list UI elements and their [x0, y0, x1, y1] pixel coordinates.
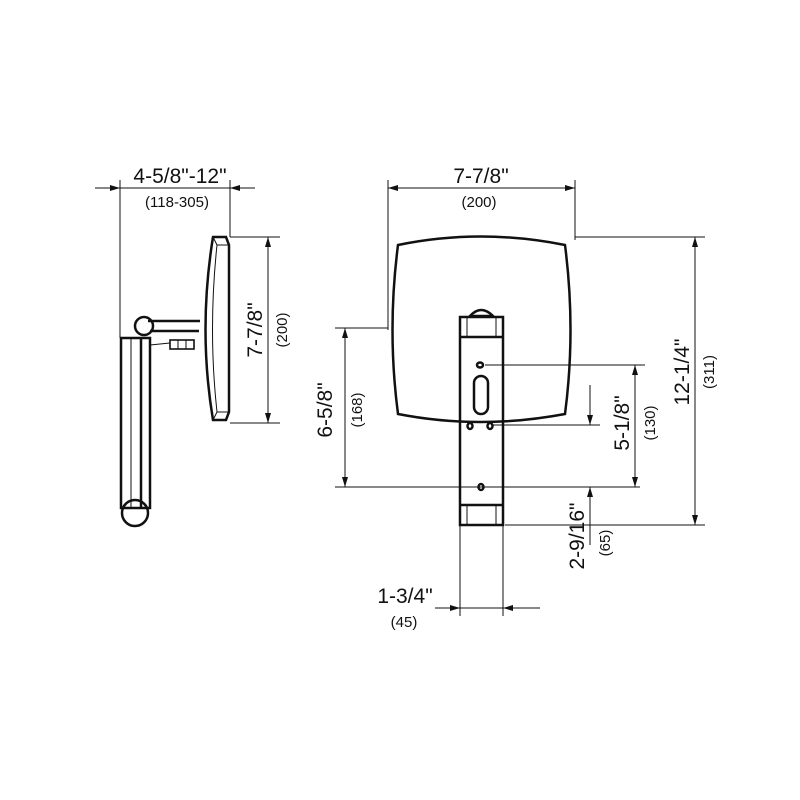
hole-spacing-inch-label: 5-1/8" [611, 395, 634, 450]
total-height-mm-label: (311) [701, 355, 718, 389]
bottom-offset-inch-label: 2-9/16" [566, 503, 589, 570]
mount-height-dimension: 6-5/8" (168) [314, 327, 640, 488]
mirror-width-inch-label: 7-7/8" [453, 165, 508, 188]
projection-inch-label: 4-5/8"-12" [133, 165, 226, 188]
front-view: 7-7/8" (200) 12-1/4" (311) [314, 165, 718, 631]
projection-mm-label: (118-305) [145, 194, 209, 211]
projection-dimension: 4-5/8"-12" (118-305) [95, 165, 255, 338]
mirror-height-dimension: 7-7/8" (200) [230, 236, 291, 424]
mirror-height-inch-label: 7-7/8" [244, 302, 267, 357]
swing-arm [133, 315, 200, 350]
hole-spacing-mm-label: (130) [642, 405, 659, 440]
bottom-offset-dimension: 2-9/16" (65) [493, 385, 614, 570]
side-view: 4-5/8"-12" (118-305) 7-7/8" [95, 165, 291, 528]
total-height-inch-label: 12-1/4" [671, 339, 694, 406]
mirror-width-dimension: 7-7/8" (200) [387, 165, 576, 330]
mount-height-inch-label: 6-5/8" [314, 382, 337, 437]
bracket-width-inch-label: 1-3/4" [377, 585, 432, 608]
mirror-profile [204, 235, 231, 422]
mirror-width-mm-label: (200) [461, 194, 496, 211]
mount-height-mm-label: (168) [349, 392, 366, 427]
wall-post [119, 336, 152, 528]
mirror-height-mm-label: (200) [274, 312, 291, 347]
hole-spacing-dimension: 5-1/8" (130) [485, 364, 659, 487]
bracket-width-dimension: 1-3/4" (45) [377, 525, 540, 631]
bottom-offset-mm-label: (65) [597, 530, 614, 557]
wall-bracket [458, 308, 505, 527]
bracket-width-mm-label: (45) [391, 614, 418, 631]
mirror-plate [391, 235, 572, 424]
total-height-dimension: 12-1/4" (311) [505, 236, 718, 526]
